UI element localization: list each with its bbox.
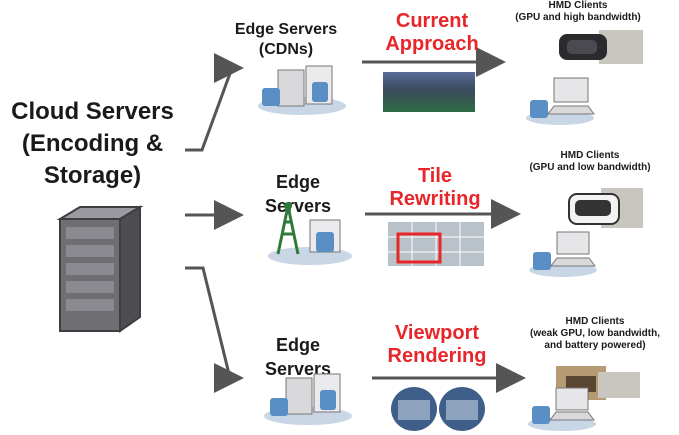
approach-line: Tile — [417, 165, 453, 187]
laptop-icon — [529, 231, 597, 277]
edge-label-line: Edge — [275, 335, 320, 355]
viewport-pair-icon — [391, 387, 485, 431]
approach-label-row-2: Tile Rewriting — [380, 165, 490, 211]
approach-line: Rendering — [387, 345, 487, 367]
server-rack-icon — [56, 205, 144, 333]
client-title-row-1: HMD Clients (GPU and high bandwidth) — [508, 0, 648, 24]
approach-line: Approach — [385, 33, 479, 55]
client-title-line: (weak GPU, low bandwidth, — [529, 328, 660, 339]
laptop-icon — [526, 77, 595, 125]
client-title-row-3: HMD Clients (weak GPU, low bandwidth, an… — [515, 316, 675, 352]
edge-label-line: Edge — [275, 172, 320, 192]
approach-label-row-3: Viewport Rendering — [382, 322, 492, 368]
approach-line: Viewport — [394, 322, 480, 344]
approach-line: Rewriting — [389, 188, 481, 210]
panorama-frame-icon — [383, 72, 475, 112]
approach-label-row-1: Current Approach — [372, 10, 492, 56]
vr-headset-icon — [568, 188, 643, 228]
edge-label-line: (CDNs) — [258, 41, 314, 58]
client-title-line: HMD Clients — [548, 0, 608, 11]
arrow-icon — [185, 53, 244, 152]
edge-server-icon — [258, 65, 346, 115]
vr-headset-icon — [559, 30, 643, 64]
cloud-title-line: Cloud Servers — [11, 98, 174, 125]
edge-server-icon — [264, 373, 352, 425]
approach-line: Current — [395, 10, 469, 32]
client-title-line: HMD Clients — [560, 150, 620, 161]
edge-label-row-2: Edge Servers — [248, 170, 348, 218]
client-title-line: HMD Clients — [565, 316, 625, 327]
edge-label-row-1: Edge Servers (CDNs) — [226, 20, 346, 60]
cell-tower-icon — [268, 202, 352, 265]
cloud-title-line: (Encoding & — [21, 130, 164, 157]
edge-label-line: Servers — [264, 196, 332, 216]
client-title-line: (GPU and low bandwidth) — [529, 162, 651, 173]
arrow-icon — [185, 266, 244, 393]
client-title-row-2: HMD Clients (GPU and low bandwidth) — [520, 150, 660, 174]
tile-grid-icon — [388, 222, 484, 266]
cloud-title-line: Storage) — [43, 162, 142, 189]
laptop-icon — [528, 387, 596, 431]
cloud-servers-title: Cloud Servers (Encoding & Storage) — [0, 96, 185, 192]
edge-label-line: Edge Servers — [234, 21, 338, 38]
client-title-line: and battery powered) — [544, 340, 646, 351]
client-title-line: (GPU and high bandwidth) — [515, 12, 641, 23]
